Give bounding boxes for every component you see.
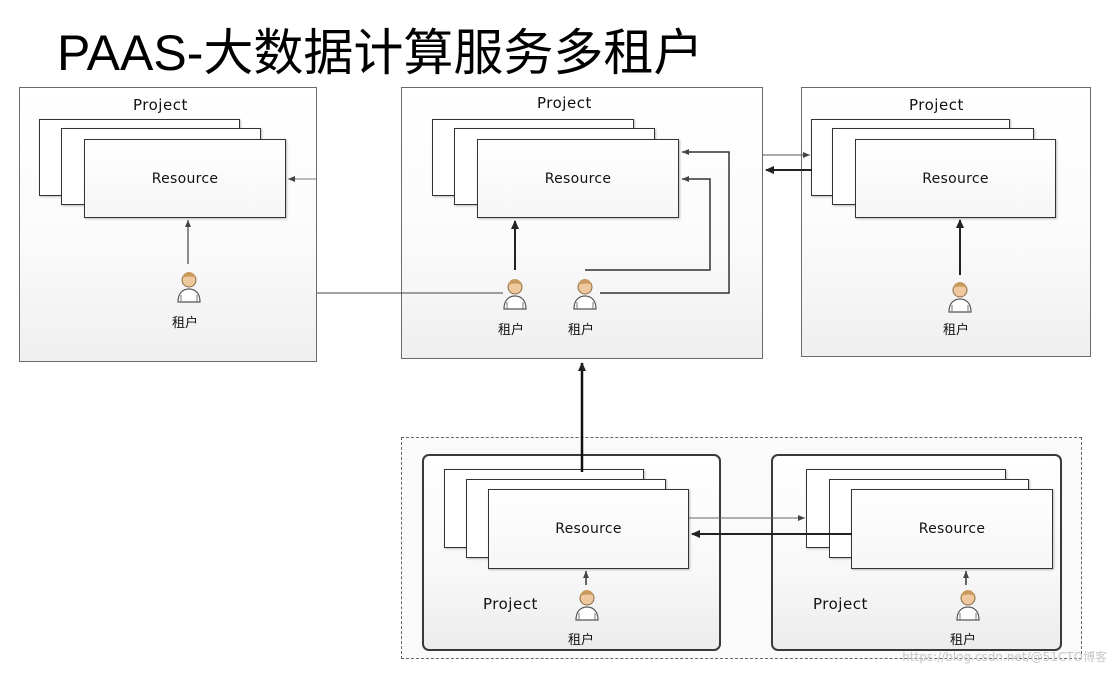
tenant-person-icon xyxy=(956,590,980,621)
tenant-person-icon xyxy=(177,272,201,303)
tenant-person-icon xyxy=(575,590,599,621)
arrow-tenant2-outer-path xyxy=(600,149,730,294)
resource-box-center: Resource xyxy=(477,139,679,218)
tenant-person-icon xyxy=(573,279,597,310)
project-label-right: Project xyxy=(909,96,964,114)
resource-box-bottom-right: Resource xyxy=(851,489,1053,569)
project-label-left: Project xyxy=(133,96,188,114)
resource-box-right: Resource xyxy=(855,139,1056,218)
tenant-label-bottom-left: 租户 xyxy=(568,633,595,648)
tenant-person-icon xyxy=(503,279,527,310)
tenant-label-right: 租户 xyxy=(943,323,970,338)
tenant-label-bottom-right: 租户 xyxy=(950,633,977,648)
tenant-label-center-2: 租户 xyxy=(568,323,595,338)
project-label-bottom-left: Project xyxy=(483,595,538,613)
arrow-tenant2-inner-path xyxy=(585,176,711,271)
resource-box-left: Resource xyxy=(84,139,286,218)
page-title: PAAS-大数据计算服务多租户 xyxy=(57,25,704,81)
project-label-center: Project xyxy=(537,94,592,112)
tenant-person-icon xyxy=(948,282,972,313)
tenant-label-center-1: 租户 xyxy=(498,323,525,338)
tenant-label-left: 租户 xyxy=(172,316,199,331)
project-label-bottom-right: Project xyxy=(813,595,868,613)
watermark: https://blog.csdn.net/@51CTO博客 xyxy=(902,650,1107,664)
resource-box-bottom-left: Resource xyxy=(488,489,689,569)
